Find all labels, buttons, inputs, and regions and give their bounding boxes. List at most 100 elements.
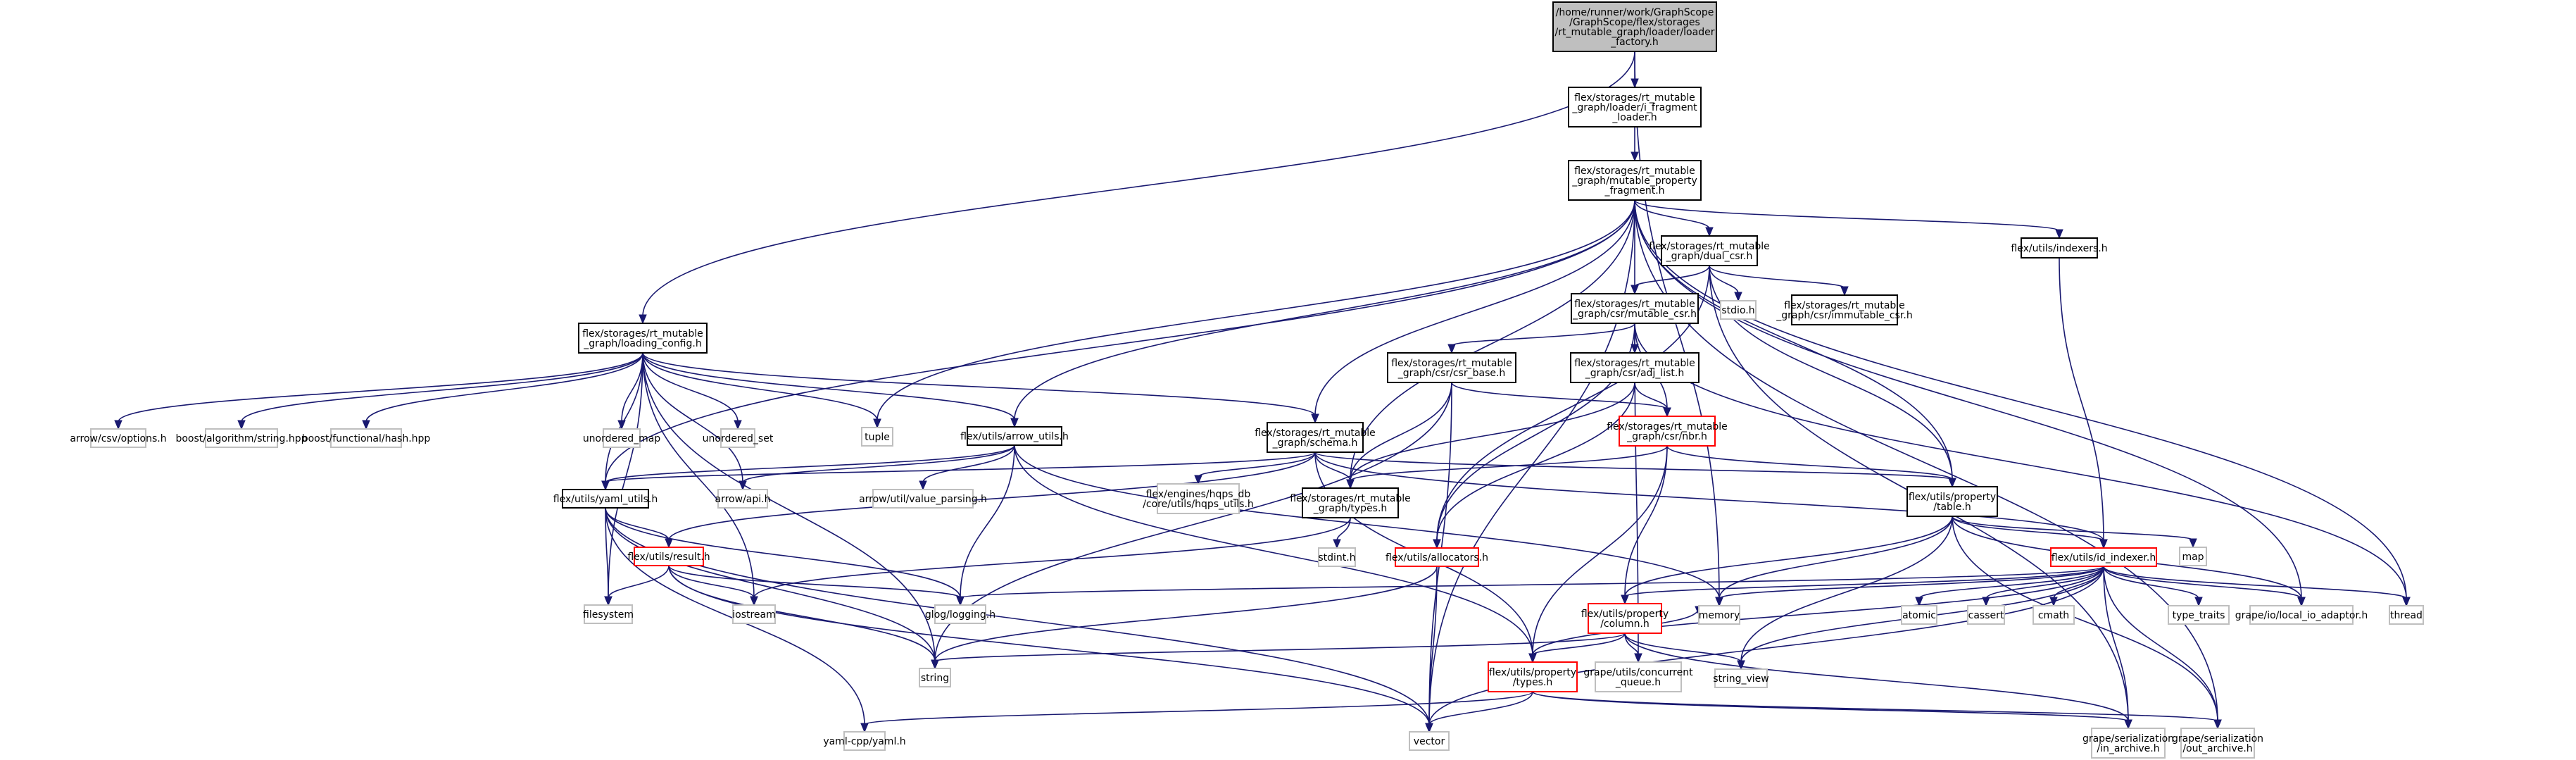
node-label: boost/algorithm/string.hpp (175, 433, 307, 444)
node-idix[interactable]: flex/utils/id_indexer.h (2050, 547, 2157, 567)
edge-line (1428, 566, 2104, 725)
edge-line (1624, 516, 1953, 597)
node-label: flex/utils/yaml_utils.h (553, 494, 658, 505)
node-box (1157, 483, 1240, 514)
edge-dcsr-to-icsr (1709, 265, 1849, 297)
edge-line (1634, 199, 1710, 230)
edge-line (1719, 566, 2104, 599)
edge-root-to-lcfg (639, 51, 1635, 325)
node-label: flex/storages/rt_mutable (1574, 166, 1695, 177)
node-string: string (919, 668, 951, 687)
node-pcol[interactable]: flex/utils/property/column.h (1581, 603, 1669, 634)
node-label: /GraphScope/flex/storages (1569, 17, 1700, 28)
node-result[interactable]: flex/utils/result.h (627, 547, 710, 566)
node-idx[interactable]: flex/utils/indexers.h (2011, 237, 2108, 258)
node-label: iostream (732, 609, 776, 621)
node-box (934, 604, 986, 624)
edge-line (1014, 444, 1720, 599)
edge-lcfg-to-tuple (642, 352, 881, 429)
node-label: _graph/types.h (1313, 503, 1388, 514)
node-label: flex/storages/rt_mutable (1391, 358, 1512, 369)
edge-arrowu-to-valpar (919, 444, 1015, 491)
edge-line (1336, 517, 1351, 542)
edge-lcfg-to-bstr (237, 352, 643, 430)
node-uset: unordered_set (703, 428, 774, 448)
node-label: flex/utils/property (1909, 492, 1996, 503)
node-ptypes[interactable]: flex/utils/property/types.h (1488, 661, 1578, 692)
node-label: boost/functional/hash.hpp (302, 433, 431, 444)
edge-line (605, 507, 670, 541)
arrowhead-icon (2297, 597, 2306, 607)
edge-line (642, 352, 1015, 421)
node-label: /types.h (1513, 677, 1553, 688)
edge-line (241, 352, 643, 423)
edge-line (642, 352, 936, 662)
node-types[interactable]: flex/storages/rt_mutable_graph/types.h (1290, 487, 1411, 518)
edge-line (960, 444, 1015, 599)
edge-lcfg-to-schema (642, 352, 1319, 424)
node-label: tuple (865, 432, 890, 443)
edge-idix-to-ttraits (2103, 566, 2203, 607)
node-label: stdint.h (1318, 552, 1355, 563)
node-ifl[interactable]: flex/storages/rt_mutable_graph/loader/i_… (1568, 87, 1702, 127)
node-box (1568, 87, 1702, 127)
node-label: memory (1699, 610, 1740, 621)
node-box (717, 489, 768, 509)
edge-line (1740, 516, 1953, 663)
node-cbase[interactable]: flex/storages/rt_mutable_graph/csr/csr_b… (1387, 352, 1516, 383)
edge-dcsr-to-mcsr (1631, 265, 1710, 295)
edge-line (1634, 199, 2407, 599)
edge-types-to-stdint (1333, 517, 1351, 549)
node-alloc[interactable]: flex/utils/allocators.h (1386, 547, 1488, 567)
edge-line (934, 633, 1626, 662)
node-label: grape/io/local_io_adaptor.h (2235, 610, 2368, 621)
node-inarch: grape/serialization/in_archive.h (2082, 728, 2174, 759)
arrowhead-icon (2124, 719, 2132, 730)
node-yamlu[interactable]: flex/utils/yaml_utils.h (553, 489, 658, 509)
node-mcsr[interactable]: flex/storages/rt_mutable_graph/csr/mutab… (1571, 293, 1699, 324)
node-label: grape/serialization (2172, 733, 2263, 745)
arrowhead-icon (1705, 227, 1714, 237)
edge-line (1532, 633, 1626, 656)
node-ptable[interactable]: flex/utils/property/table.h (1906, 486, 1998, 517)
arrowhead-icon (956, 596, 965, 606)
edge-line (2103, 566, 2302, 599)
node-stdint: stdint.h (1318, 547, 1356, 567)
node-lcfg[interactable]: flex/storages/rt_mutable_graph/loading_c… (578, 323, 708, 354)
node-label: type_traits (2173, 610, 2225, 621)
node-valpar: arrow/util/value_parsing.h (859, 489, 987, 509)
node-adj[interactable]: flex/storages/rt_mutable_graph/csr/adj_l… (1570, 352, 1699, 383)
edge-line (1952, 516, 2218, 722)
node-icsr[interactable]: flex/storages/rt_mutable_graph/csr/immut… (1776, 294, 1913, 325)
edge-line (1634, 51, 1720, 599)
node-tuple: tuple (861, 427, 893, 447)
edge-schema-to-ptable (1314, 451, 1956, 488)
arrowhead-icon (2189, 538, 2197, 549)
node-label: flex/utils/id_indexer.h (2052, 552, 2156, 563)
node-dcsr[interactable]: flex/storages/rt_mutable_graph/dual_csr.… (1649, 235, 1770, 266)
edge-line (1952, 516, 2104, 542)
node-box (1318, 547, 1356, 567)
arrowhead-icon (1663, 407, 1671, 418)
node-label: unordered_map (583, 433, 660, 444)
edge-line (1451, 323, 1635, 347)
node-sview: string_view (1713, 668, 1769, 688)
edge-line (1350, 382, 1635, 482)
node-root[interactable]: /home/runner/work/GraphScope/GraphScope/… (1552, 1, 1717, 52)
node-label: _graph/loading_config.h (583, 338, 701, 349)
node-arrowu[interactable]: flex/utils/arrow_utils.h (960, 426, 1069, 446)
node-schema[interactable]: flex/storages/rt_mutable_graph/schema.h (1255, 422, 1376, 453)
arrowhead-icon (1425, 723, 1433, 733)
node-box (1698, 605, 1740, 625)
node-mpf[interactable]: flex/storages/rt_mutable_graph/mutable_p… (1568, 160, 1702, 201)
edge-line (2103, 566, 2199, 599)
edge-line (2103, 566, 2407, 599)
node-box (1714, 668, 1768, 688)
edge-result-to-glog (668, 565, 965, 606)
edge-line (1634, 199, 2060, 232)
node-nbr[interactable]: flex/storages/rt_mutable_graph/csr/nbr.h (1607, 416, 1728, 447)
node-label: /rt_mutable_graph/loader/loader (1555, 27, 1715, 38)
node-hqps: flex/engines/hqps_db/core/utils/hqps_uti… (1143, 483, 1254, 514)
node-label: grape/utils/concurrent (1583, 667, 1693, 678)
arrowhead-icon (604, 596, 612, 606)
